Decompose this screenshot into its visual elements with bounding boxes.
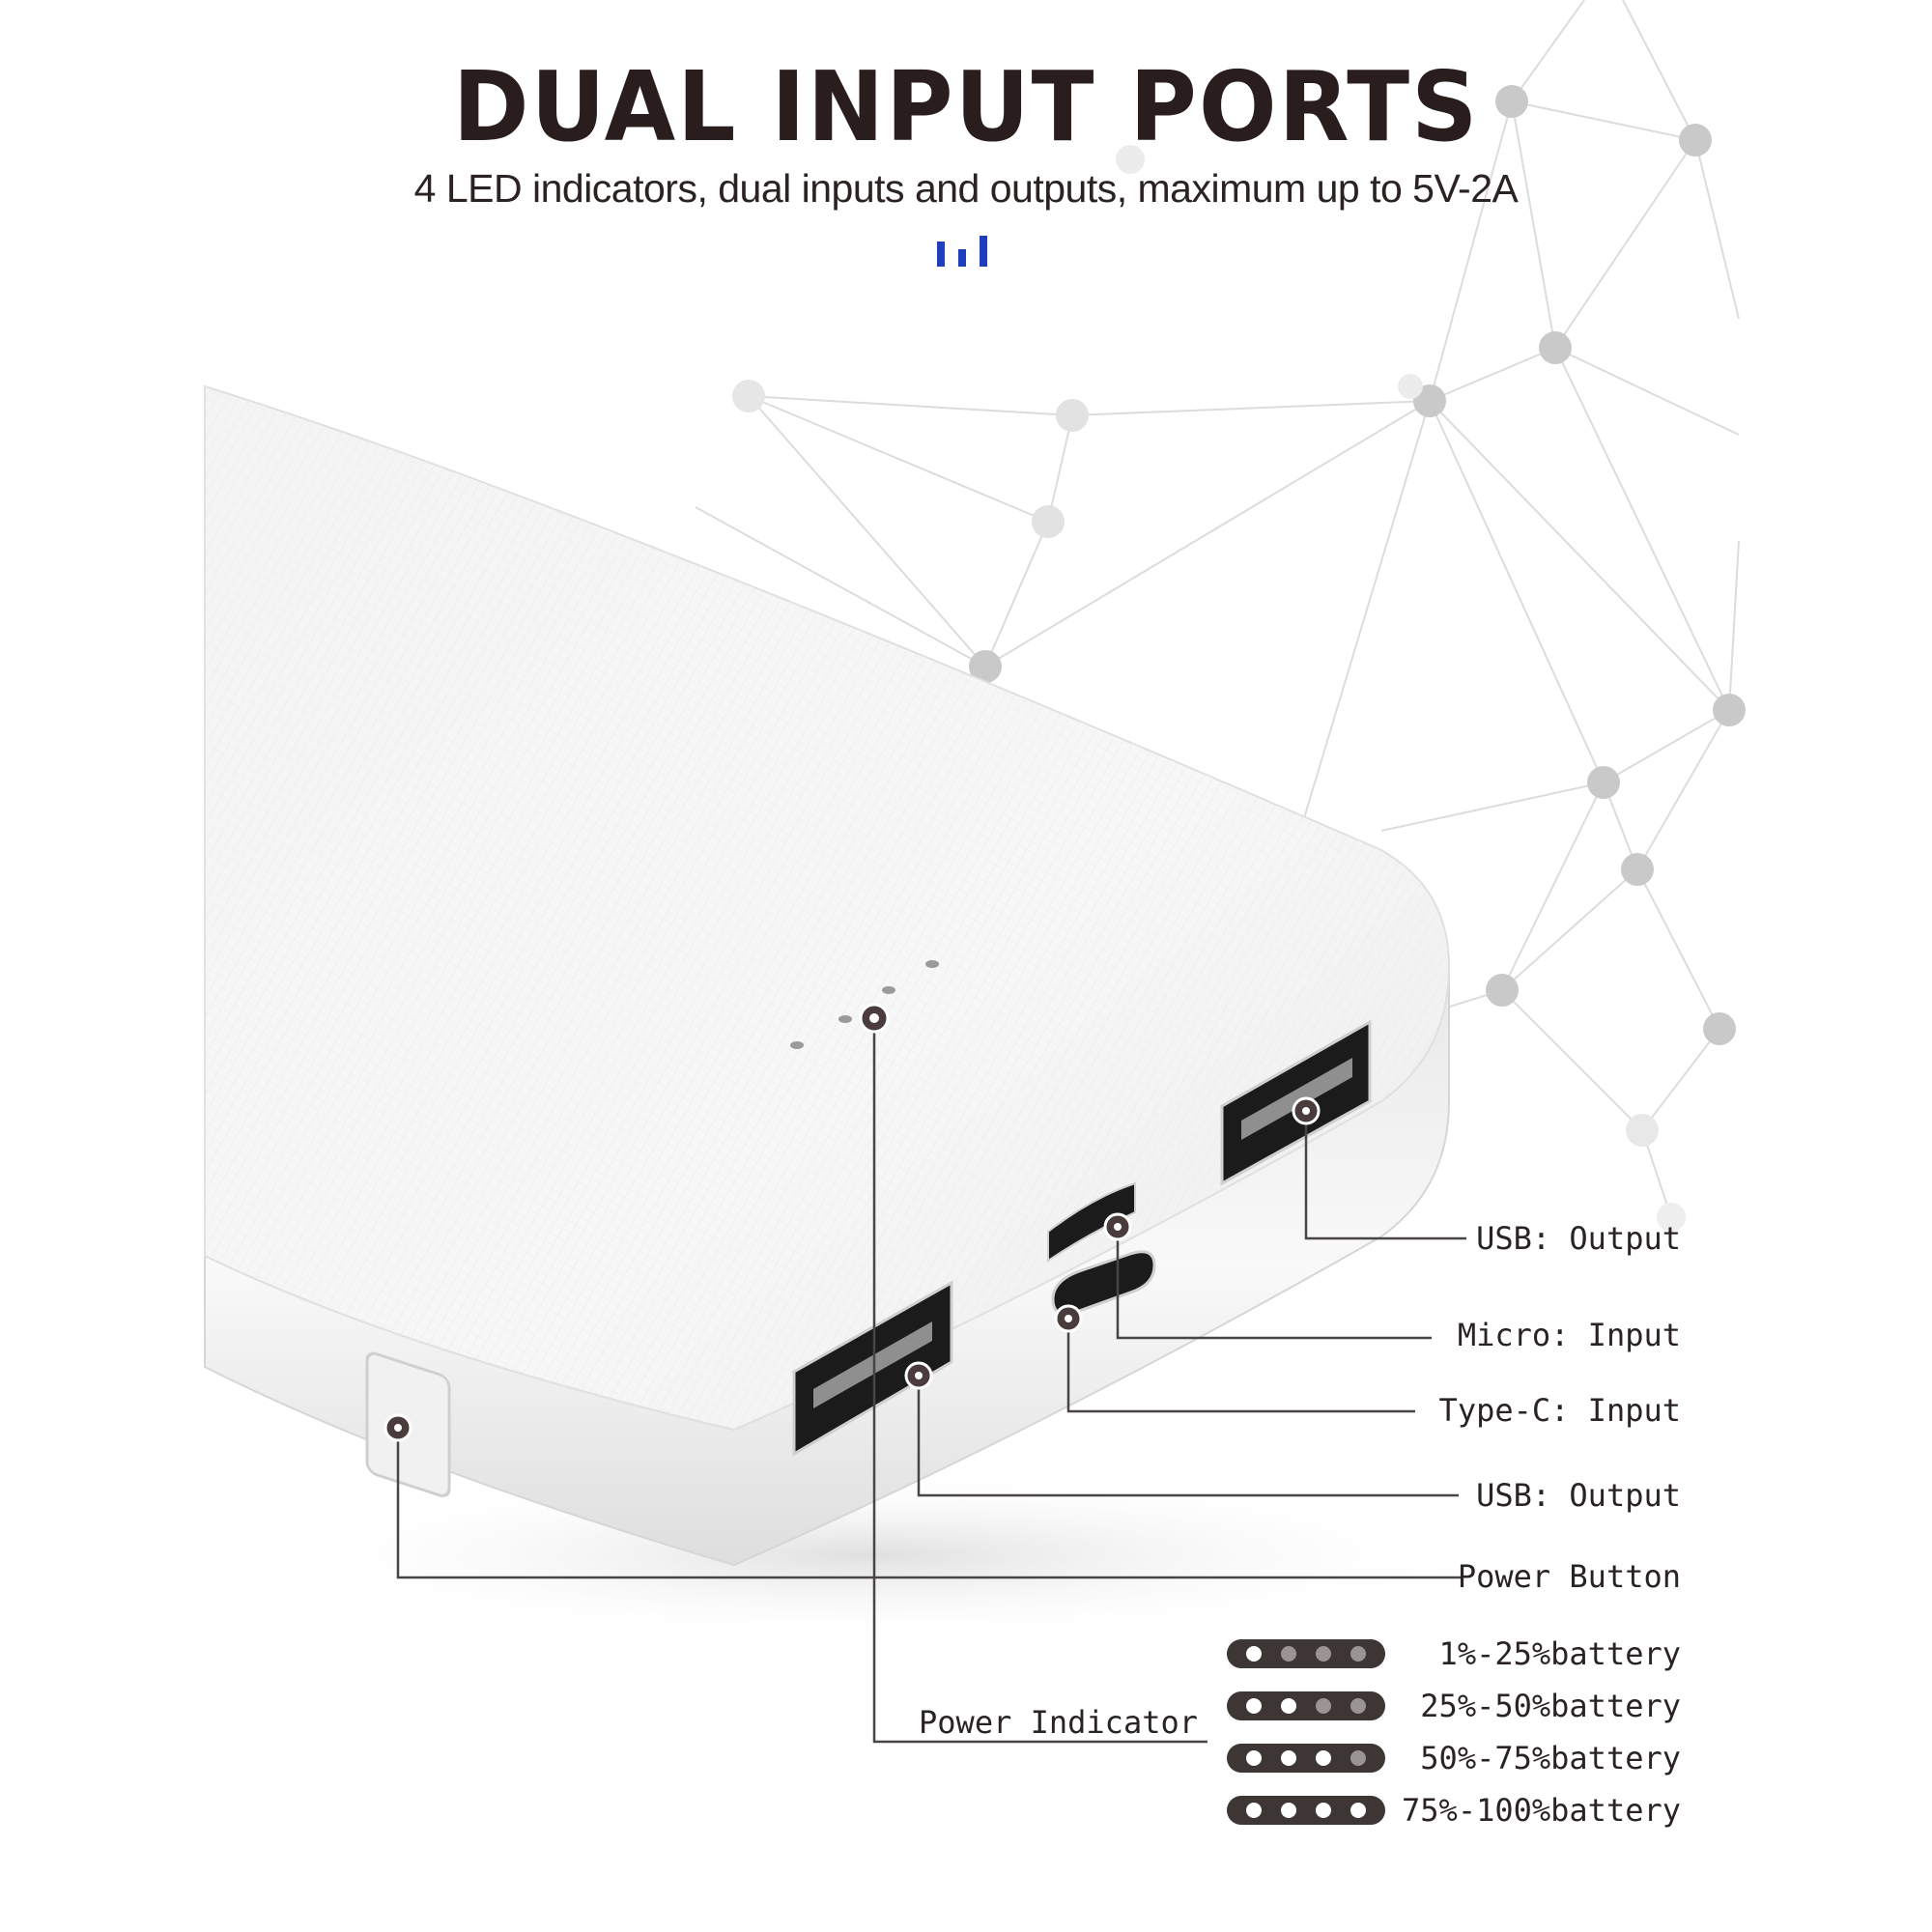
led-dot bbox=[1246, 1750, 1262, 1766]
led-dot bbox=[1281, 1698, 1296, 1714]
led-dot bbox=[1281, 1646, 1296, 1662]
network-nodes bbox=[732, 85, 1746, 1232]
label-usb-output-top: USB: Output bbox=[1476, 1220, 1681, 1257]
label-micro-input: Micro: Input bbox=[1457, 1317, 1681, 1353]
led-dot bbox=[1316, 1646, 1331, 1662]
network-lines bbox=[695, 0, 1740, 1218]
led-strip-indicator bbox=[1227, 1691, 1385, 1720]
callout-markers bbox=[384, 1003, 1321, 1442]
led-dot bbox=[1246, 1698, 1262, 1714]
label-power-button: Power Button bbox=[1457, 1558, 1681, 1595]
device-surface-texture bbox=[205, 386, 1449, 1430]
leader-power-indicator bbox=[872, 1018, 1208, 1744]
accent-bars-icon bbox=[937, 228, 995, 267]
device-shadow bbox=[242, 1468, 1497, 1642]
label-power-indicator: Power Indicator bbox=[919, 1704, 1198, 1741]
led-strip-indicator bbox=[1227, 1744, 1385, 1773]
led-dot bbox=[1281, 1803, 1296, 1818]
leader-type-c-input bbox=[1066, 1319, 1415, 1413]
led-dot bbox=[1281, 1750, 1296, 1766]
led-dot bbox=[1316, 1750, 1331, 1766]
usb-port-bottom bbox=[792, 1280, 953, 1457]
device-led-dots bbox=[790, 960, 939, 1049]
micro-port bbox=[1047, 1181, 1136, 1263]
led-dot bbox=[1246, 1803, 1262, 1818]
battery-level-label: 25%-50%battery bbox=[1420, 1688, 1681, 1724]
led-dot bbox=[1350, 1750, 1366, 1766]
leader-usb-output-top bbox=[1304, 1111, 1466, 1240]
leader-power-button bbox=[396, 1428, 1461, 1579]
battery-level-label: 50%-75%battery bbox=[1420, 1740, 1681, 1776]
led-strip-indicator bbox=[1227, 1796, 1385, 1825]
led-strip-indicator bbox=[1227, 1639, 1385, 1668]
led-dot bbox=[1316, 1803, 1331, 1818]
label-usb-output-bottom: USB: Output bbox=[1476, 1477, 1681, 1514]
led-dot bbox=[1350, 1803, 1366, 1818]
leader-micro-input bbox=[1116, 1227, 1432, 1340]
page-title: DUAL INPUT PORTS bbox=[452, 50, 1480, 163]
led-dot bbox=[1350, 1698, 1366, 1714]
led-dot bbox=[1316, 1698, 1331, 1714]
led-dot bbox=[1246, 1646, 1262, 1662]
label-type-c-input: Type-C: Input bbox=[1438, 1392, 1681, 1429]
leader-usb-output-bottom bbox=[917, 1376, 1459, 1497]
battery-level-label: 1%-25%battery bbox=[1438, 1635, 1681, 1672]
page-subtitle: 4 LED indicators, dual inputs and output… bbox=[413, 166, 1519, 211]
led-dot bbox=[1350, 1646, 1366, 1662]
battery-level-label: 75%-100%battery bbox=[1402, 1792, 1681, 1829]
